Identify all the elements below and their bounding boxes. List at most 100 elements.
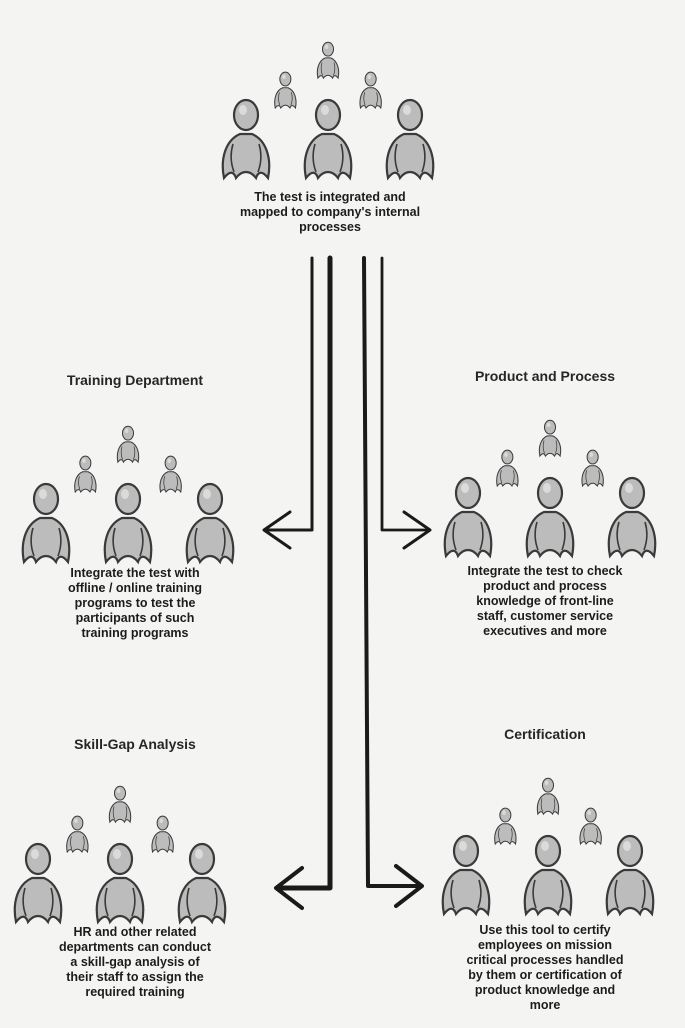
person-head <box>454 476 482 510</box>
description-line: departments can conduct <box>58 940 212 954</box>
person-arms <box>614 879 646 909</box>
top-caption-line: The test is integrated and <box>254 190 406 204</box>
description-line: programs to test the <box>74 596 196 610</box>
person-head-highlight <box>167 458 172 464</box>
top-caption: The test is integrated and mapped to com… <box>195 190 465 235</box>
person-figure <box>536 777 560 816</box>
product-and-process-title: Product and Process <box>474 368 616 384</box>
person-body <box>303 132 353 181</box>
person-arms <box>30 527 62 557</box>
person-head-highlight <box>403 105 411 115</box>
person-figure <box>496 449 519 488</box>
person-body <box>21 516 71 565</box>
certification-description: Use this tool to certify employees on mi… <box>420 923 670 1013</box>
person-body <box>66 831 89 854</box>
person-body <box>525 510 575 559</box>
person-figure <box>66 815 89 854</box>
person-head <box>541 777 555 793</box>
person-body <box>441 868 491 917</box>
person-arms <box>163 476 178 490</box>
person-figure <box>385 98 435 181</box>
description-line: Use this tool to certify <box>479 923 611 937</box>
person-arms <box>278 92 293 106</box>
person-head <box>543 419 557 435</box>
person-figure <box>13 842 63 925</box>
person-body <box>177 876 227 925</box>
person-figure <box>116 425 140 464</box>
person-head-highlight <box>321 105 329 115</box>
description-line: training programs <box>81 626 189 640</box>
description-line: required training <box>85 985 185 999</box>
person-head-highlight <box>544 780 549 786</box>
person-arms <box>230 143 262 173</box>
description-line: knowledge of front-line <box>476 594 614 608</box>
person-figure <box>441 834 491 917</box>
certification-person-group-icon <box>441 777 655 917</box>
person-arms <box>112 527 144 557</box>
person-head <box>534 834 562 868</box>
person-head-highlight <box>159 818 164 824</box>
person-figure <box>74 455 97 494</box>
person-arms <box>583 828 598 842</box>
person-head <box>452 834 480 868</box>
person-body <box>536 793 560 816</box>
person-figure <box>151 815 174 854</box>
person-head-highlight <box>239 105 247 115</box>
person-head <box>156 815 169 831</box>
person-body <box>13 876 63 925</box>
person-figure <box>21 482 71 565</box>
certification-title: Certification <box>504 726 586 742</box>
person-head-highlight <box>543 483 551 493</box>
person-body <box>494 823 517 846</box>
top-caption-line: processes <box>299 220 361 234</box>
description-line: offline / online training <box>67 581 203 595</box>
person-head <box>364 71 377 87</box>
person-body <box>185 516 235 565</box>
person-figure <box>316 41 340 80</box>
connector-certification <box>362 256 422 888</box>
training-department-description: Integrate the test with offline / online… <box>10 566 260 641</box>
person-figure <box>523 834 573 917</box>
person-head <box>196 482 224 516</box>
description-line: product and process <box>483 579 607 593</box>
person-body <box>443 510 493 559</box>
person-figure <box>579 807 602 846</box>
person-arms <box>104 887 136 917</box>
person-body <box>116 441 140 464</box>
person-figure <box>538 419 562 458</box>
person-head <box>121 425 135 441</box>
person-arms <box>532 879 564 909</box>
person-body <box>274 87 297 110</box>
person-body <box>579 823 602 846</box>
person-figure <box>177 842 227 925</box>
person-head <box>586 449 599 465</box>
person-body <box>159 471 182 494</box>
description-line: more <box>529 998 561 1012</box>
person-body <box>605 868 655 917</box>
top-caption-line: mapped to company's internal <box>239 205 421 219</box>
person-head-highlight <box>541 841 549 851</box>
person-body <box>581 465 604 488</box>
person-head <box>616 834 644 868</box>
description-line: critical processes handled <box>466 953 624 967</box>
person-head <box>114 482 142 516</box>
person-head-highlight <box>587 810 592 816</box>
person-head-highlight <box>625 483 633 493</box>
person-figure <box>95 842 145 925</box>
person-head-highlight <box>74 818 78 824</box>
description-line: their staff to assign the <box>66 970 204 984</box>
person-head <box>279 71 292 87</box>
person-arms <box>616 521 648 551</box>
description-line: HR and other related <box>73 925 197 939</box>
person-head-highlight <box>195 849 203 859</box>
person-head <box>321 41 335 57</box>
person-arms <box>363 92 378 106</box>
person-head-highlight <box>116 788 121 794</box>
person-figure <box>185 482 235 565</box>
connector-skill-gap <box>275 255 333 891</box>
person-arms <box>452 521 484 551</box>
person-body <box>108 801 132 824</box>
person-head-highlight <box>546 422 551 428</box>
person-head-highlight <box>203 489 211 499</box>
person-body <box>538 435 562 458</box>
